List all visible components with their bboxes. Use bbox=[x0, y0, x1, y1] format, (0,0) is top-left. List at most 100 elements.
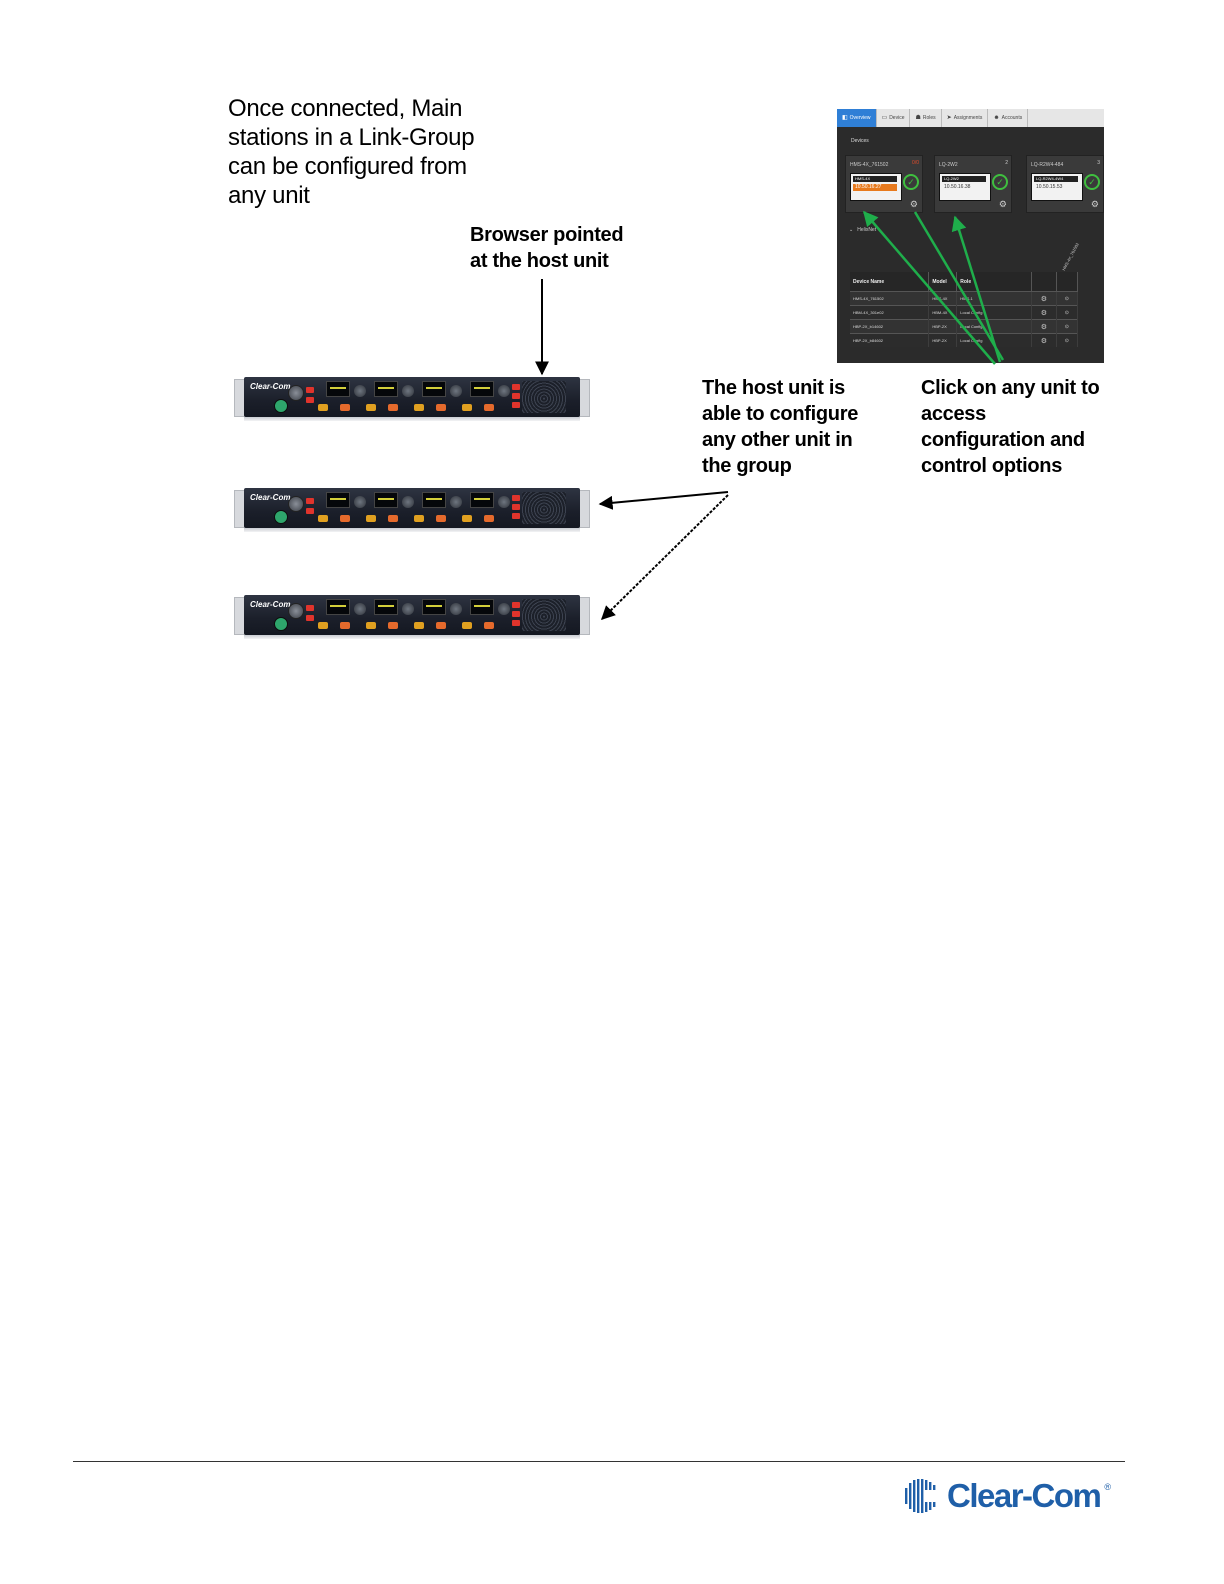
table-cell: HBP-2X bbox=[929, 334, 957, 348]
settings-dot-icon[interactable]: ⊙ bbox=[1056, 334, 1077, 348]
rack-faceplate: Clear-Com bbox=[244, 595, 580, 635]
rack-shadow bbox=[244, 528, 580, 532]
talk-button-icon bbox=[462, 622, 472, 629]
channel-knob-icon bbox=[402, 385, 414, 397]
table-cell: HBP-2X bbox=[929, 320, 957, 334]
tab-label: Overview bbox=[850, 109, 871, 127]
section-label: HelixNet bbox=[857, 227, 876, 233]
talk-button-icon bbox=[318, 622, 328, 629]
red-button-icon bbox=[306, 605, 314, 611]
headset-connector-icon bbox=[274, 510, 288, 524]
gear-icon[interactable]: ⚙ bbox=[999, 200, 1007, 209]
check-icon: ✓ bbox=[903, 174, 919, 190]
call-button-icon bbox=[340, 515, 350, 522]
call-button-icon bbox=[388, 515, 398, 522]
callout-line: at the host unit bbox=[470, 248, 623, 274]
channel-knob-icon bbox=[354, 496, 366, 508]
gear-icon[interactable]: ⚙ bbox=[1091, 200, 1099, 209]
arrow-to-unit-2 bbox=[600, 492, 728, 504]
channel-display-icon bbox=[422, 492, 446, 508]
gear-icon[interactable]: ⚙ bbox=[910, 200, 918, 209]
roles-icon: ☗ bbox=[915, 109, 920, 127]
channel-knob-icon bbox=[450, 496, 462, 508]
chevron-down-icon: ⌄ bbox=[849, 227, 853, 233]
tab-label: Device bbox=[889, 109, 904, 127]
tab-accounts[interactable]: ☻Accounts bbox=[988, 109, 1028, 127]
device-number: 2 bbox=[1005, 160, 1008, 166]
column-header: Model bbox=[929, 272, 957, 292]
volume-knob-icon bbox=[288, 603, 304, 619]
settings-dot-icon[interactable]: ⊙ bbox=[1056, 320, 1077, 334]
assignments-icon: ➤ bbox=[947, 109, 952, 127]
channel-knob-icon bbox=[450, 385, 462, 397]
tab-overview[interactable]: ◧Overview bbox=[837, 109, 877, 127]
device-model: LQ-R2W4-4W4 bbox=[1034, 176, 1078, 182]
channel-display-icon bbox=[422, 599, 446, 615]
settings-dot-icon[interactable]: ⊙ bbox=[1056, 306, 1077, 320]
tab-assignments[interactable]: ➤Assignments bbox=[942, 109, 989, 127]
column-header: Role bbox=[957, 272, 1032, 292]
talk-button-icon bbox=[366, 515, 376, 522]
arrow-to-unit-3 bbox=[602, 495, 728, 619]
helixnet-section[interactable]: ⌄ HelixNet bbox=[849, 227, 876, 233]
talk-button-icon bbox=[318, 515, 328, 522]
device-ip: 10.50.16.38 bbox=[942, 184, 986, 191]
gear-icon[interactable]: ⚙ bbox=[1031, 334, 1056, 348]
channel-knob-icon bbox=[498, 385, 510, 397]
red-button-icon bbox=[512, 495, 520, 501]
tab-device[interactable]: ▭Device bbox=[877, 109, 911, 127]
talk-button-icon bbox=[366, 404, 376, 411]
channel-display-icon bbox=[470, 599, 494, 615]
clear-com-logo: Clear-Com ® bbox=[903, 1474, 1111, 1518]
channel-knob-icon bbox=[354, 385, 366, 397]
volume-knob-icon bbox=[288, 496, 304, 512]
callout-line: Click on any unit to bbox=[921, 375, 1099, 401]
intro-line: can be configured from bbox=[228, 152, 474, 181]
check-icon: ✓ bbox=[992, 174, 1008, 190]
headset-connector-icon bbox=[274, 617, 288, 631]
tab-roles[interactable]: ☗Roles bbox=[910, 109, 941, 127]
red-button-icon bbox=[512, 393, 520, 399]
logo-mark-icon bbox=[903, 1476, 943, 1516]
rack-faceplate: Clear-Com bbox=[244, 377, 580, 417]
volume-knob-icon bbox=[288, 385, 304, 401]
browser-callout: Browser pointed at the host unit bbox=[470, 222, 623, 274]
red-button-icon bbox=[512, 620, 520, 626]
gear-icon[interactable]: ⚙ bbox=[1031, 292, 1056, 306]
rotated-column-header: HMS-4X_761502 bbox=[1061, 242, 1080, 271]
callout-line: Browser pointed bbox=[470, 222, 623, 248]
table-cell: HMS-4X bbox=[929, 292, 957, 306]
speaker-grille-icon bbox=[522, 492, 566, 524]
call-button-icon bbox=[388, 622, 398, 629]
red-button-icon bbox=[512, 402, 520, 408]
intro-text: Once connected, Main stations in a Link-… bbox=[228, 94, 474, 210]
registered-mark: ® bbox=[1104, 1482, 1111, 1492]
rack-unit-host: Clear-Com bbox=[234, 377, 590, 421]
channel-knob-icon bbox=[402, 603, 414, 615]
talk-button-icon bbox=[462, 515, 472, 522]
logo-text: Clear-Com bbox=[947, 1477, 1100, 1515]
callout-line: control options bbox=[921, 453, 1099, 479]
callout-line: the group bbox=[702, 453, 858, 479]
channel-display-icon bbox=[326, 599, 350, 615]
red-button-icon bbox=[512, 504, 520, 510]
channel-display-icon bbox=[470, 381, 494, 397]
gear-icon[interactable]: ⚙ bbox=[1031, 306, 1056, 320]
settings-dot-icon[interactable]: ⊙ bbox=[1056, 292, 1077, 306]
gear-icon[interactable]: ⚙ bbox=[1031, 320, 1056, 334]
table-cell: HBM-4X bbox=[929, 306, 957, 320]
table-cell: HBP-2X_b84602 bbox=[850, 334, 929, 348]
device-number: 3 bbox=[1097, 160, 1100, 166]
red-button-icon bbox=[512, 513, 520, 519]
